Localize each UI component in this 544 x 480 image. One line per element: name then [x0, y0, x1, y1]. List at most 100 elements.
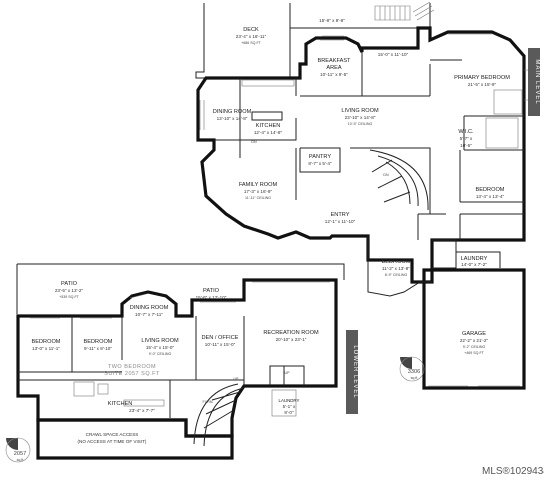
- lower-kitchen-label: KITCHEN: [108, 401, 133, 407]
- wic-label: W.I.C.: [458, 129, 474, 135]
- lower-level-tab: [346, 330, 358, 414]
- recreation-label: RECREATION ROOM: [263, 330, 319, 336]
- lower-bedroom2-dims: 9'-11" x 8'-10": [84, 346, 112, 351]
- main-stair: [369, 149, 429, 211]
- dn-mark-main: DN: [251, 140, 257, 144]
- bedroom-mid-dims: 11'-2" x 13'-8": [382, 266, 410, 271]
- laundry-main-walls: [432, 239, 501, 269]
- upper-balcony: [289, 3, 431, 29]
- lower-living-dims-2: 9'-0" CEILING: [149, 352, 172, 356]
- living-note: 10'-5" CEILING: [348, 122, 373, 126]
- crawl-space-wall: [36, 418, 234, 460]
- pantry-dims: 8'-7" x 5'-4": [308, 161, 332, 166]
- deck-note: +686 SQ.FT: [241, 41, 261, 45]
- lower-bedroom1-label: BEDROOM: [32, 339, 61, 345]
- breakfast-dims: 10'-11" x 9'-5": [320, 72, 348, 77]
- lower-level-label: LOWER LEVEL: [352, 345, 358, 398]
- family-label: FAMILY ROOM: [239, 182, 278, 188]
- family-note: 11'-11" CEILING: [245, 196, 271, 200]
- lower-dining-label: DINING ROOM: [130, 305, 169, 311]
- garage-wall: [422, 268, 526, 390]
- bedroom-mid-label: BEDROOM: [382, 259, 411, 265]
- patio-outline: [16, 263, 345, 314]
- lower-bedroom2-label: BEDROOM: [84, 339, 113, 345]
- den-dims: 10'-11" x 15'-0": [205, 342, 236, 347]
- family-dims: 17'-3" x 16'-9": [244, 189, 273, 194]
- kitchen-dims: 12'-4" x 14'-8": [254, 130, 283, 135]
- lower-sqft-value: 2057: [14, 451, 26, 457]
- entry-dims: 12'-1" x 11'-10": [325, 219, 356, 224]
- bedroom-mid-bay: [367, 236, 432, 297]
- laundry-main-dims: 14'-0" x 7'-2": [461, 262, 487, 267]
- kitchen-island: [251, 111, 283, 121]
- patio-right-dims: 15'-6" x 12'-10": [196, 295, 227, 300]
- suite-overlay-line1: TWO BEDROOM: [108, 364, 156, 370]
- main-level: 15'-8" x 8'-8" DECK 23'-4" x 16'-11" +68…: [195, 1, 540, 390]
- deck-label: DECK: [243, 27, 259, 33]
- lower-kitchen-dims: 23'-4" x 7'-7": [129, 408, 155, 413]
- pantry-label: PANTRY: [309, 154, 331, 160]
- up-mark: UP: [285, 371, 291, 375]
- primary-bedroom-dims: 21'-5" x 15'-9": [468, 82, 497, 87]
- balcony-two-dims: 15'-0" x 11'-10": [378, 52, 409, 57]
- living-dims: 23'-10" x 14'-8": [345, 115, 376, 120]
- main-stair-box: [396, 147, 431, 214]
- main-outer-wall: [196, 26, 526, 284]
- lower-laundry-box: [271, 389, 297, 417]
- patio-left-note: +539 SQ.FT: [59, 295, 79, 299]
- kitchen-label: KITCHEN: [256, 123, 281, 129]
- deck-dims: 23'-4" x 16'-11": [236, 34, 267, 39]
- stair-top: [374, 5, 411, 21]
- lower-laundry-dims-2: 8'-0": [284, 410, 294, 415]
- bedroom-main-dims: 13'-4" x 13'-4": [476, 194, 505, 199]
- breakfast-label-2: AREA: [326, 65, 342, 71]
- breakfast-label-1: BREAKFAST: [318, 58, 352, 64]
- up-mark-stair: UP: [234, 377, 240, 381]
- kitchen-counter: [241, 79, 295, 87]
- main-level-label: MAIN LEVEL: [534, 59, 540, 104]
- wic-shelf: [485, 117, 519, 149]
- den-label: DEN / OFFICE: [202, 335, 239, 341]
- stair-top-right: [412, 1, 435, 21]
- lower-living-label: LIVING ROOM: [141, 338, 179, 344]
- patio-left-dims: 23'-5" x 13'-2": [55, 288, 84, 293]
- top-balcony-dims: 15'-8" x 8'-8": [319, 18, 345, 23]
- lower-dining-dims: 10'-7" x 7'-11": [135, 312, 163, 317]
- recreation-dims: 20'-10" x 23'-1": [276, 337, 307, 342]
- deck-outline: [195, 3, 291, 79]
- bedroom-main-label: BEDROOM: [476, 187, 505, 193]
- lower-interior-walls: [18, 316, 305, 418]
- lower-sqft-unit: sq.ft: [17, 458, 24, 462]
- garage-label: GARAGE: [462, 331, 486, 337]
- lower-bedroom1-dims: 13'-0" x 11'-1": [32, 346, 60, 351]
- lower-level: PATIO 23'-5" x 13'-2" +539 SQ.FT PATIO 1…: [5, 263, 358, 463]
- main-windows: [199, 33, 528, 130]
- lower-kitchen-counter: [123, 399, 165, 407]
- mls-watermark: MLS®1029434: [482, 466, 544, 477]
- patio-right-label: PATIO: [203, 288, 220, 294]
- lower-sqft-circle: [5, 437, 31, 463]
- main-sqft-unit: sq.ft: [411, 376, 418, 380]
- lower-laundry-label: LAUNDRY: [279, 398, 300, 403]
- main-interior-walls: [214, 52, 524, 240]
- wic-dims-1: 5'-7" x: [460, 136, 473, 141]
- garage-dims: 22'-2" x 21'-2": [460, 338, 489, 343]
- dn-mark-stair: DN: [383, 173, 389, 177]
- primary-bedroom-label: PRIMARY BEDROOM: [454, 75, 510, 81]
- ensuite: [493, 89, 523, 115]
- garage-note-1: 9'-2" CEILING: [463, 345, 486, 349]
- lower-windows: [30, 281, 330, 319]
- living-label: LIVING ROOM: [341, 108, 379, 114]
- dining-label: DINING ROOM: [213, 109, 252, 115]
- lower-bath-tub: [73, 381, 95, 397]
- bedroom-mid-note: 8'-9" CEILING: [385, 273, 408, 277]
- suite-overlay-line2: SUITE 2057 SQ.FT: [104, 371, 160, 377]
- wic-dims-2: 10'-5": [460, 143, 472, 148]
- lower-stair: [193, 383, 245, 447]
- main-sqft-circle: [399, 356, 425, 382]
- lower-sqft-pie: [6, 438, 18, 450]
- laundry-main-label: LAUNDRY: [461, 256, 488, 262]
- main-sqft-value: 3306: [408, 369, 420, 375]
- lower-laundry-dims-1: 5'-1" x: [283, 404, 296, 409]
